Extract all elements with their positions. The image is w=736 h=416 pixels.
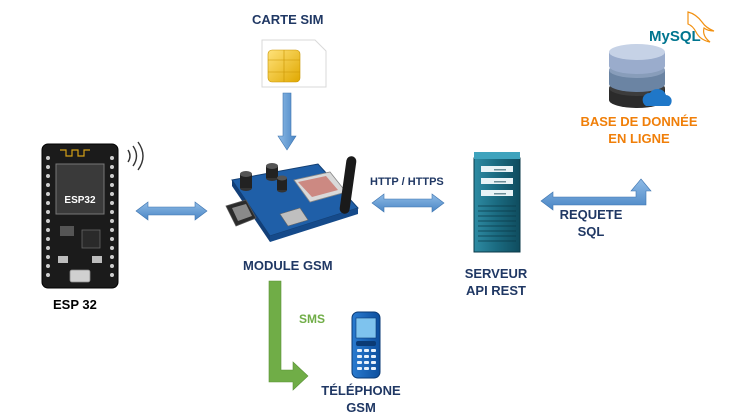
database-icon <box>609 44 665 108</box>
mysql-logo: MySQL <box>649 11 715 45</box>
server-label-line1: SERVEUR <box>464 266 528 281</box>
database-label-line1: BASE DE DONNÉE <box>580 114 698 129</box>
database-label: BASE DE DONNÉE EN LIGNE <box>568 113 710 147</box>
database-label-line2: EN LIGNE <box>608 131 670 146</box>
cloud-icon <box>642 88 672 106</box>
esp32-board-icon: ESP32 <box>41 143 119 289</box>
protocol-label: HTTP / HTTPS <box>370 176 444 188</box>
sql-query-label: REQUETE SQL <box>552 206 630 240</box>
mysql-logo-text: MySQL <box>649 28 701 45</box>
sim-card-icon <box>261 39 327 88</box>
phone-label-line2: GSM <box>346 400 376 415</box>
phone-label-line1: TÉLÉPHONE <box>321 383 401 398</box>
arrow-gsm-to-phone <box>268 280 309 391</box>
esp32-chip-label: ESP32 <box>64 195 96 206</box>
wireless-signal-icon <box>127 141 144 171</box>
server-icon <box>473 152 521 253</box>
arrow-server-database <box>540 178 652 211</box>
gsm-module-label: MODULE GSM <box>243 258 333 273</box>
mobile-phone-icon <box>351 311 381 379</box>
sms-label: SMS <box>299 312 326 326</box>
server-label: SERVEUR API REST <box>455 265 537 299</box>
server-label-line2: API REST <box>466 283 526 298</box>
arrow-gsm-server <box>371 193 445 213</box>
esp32-label: ESP 32 <box>53 297 97 312</box>
arrow-sim-to-gsm <box>277 92 297 151</box>
gsm-module-icon <box>225 156 359 242</box>
sql-query-label-line2: SQL <box>577 224 605 239</box>
sim-card-label: CARTE SIM <box>252 12 324 27</box>
sql-query-label-line1: REQUETE <box>559 207 623 222</box>
phone-label: TÉLÉPHONE GSM <box>315 382 407 416</box>
arrow-esp-gsm <box>135 201 208 221</box>
